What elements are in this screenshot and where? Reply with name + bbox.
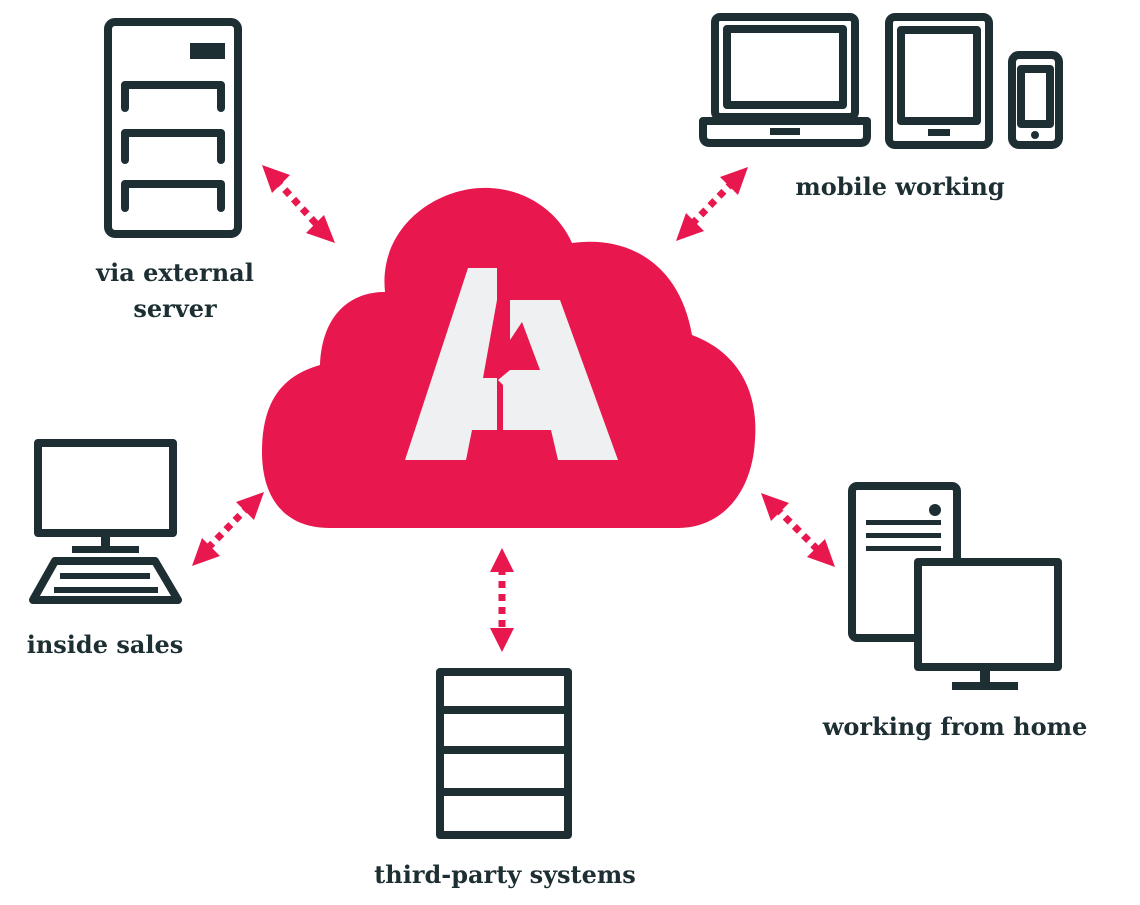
database-icon [436, 668, 572, 839]
label-line: mobile working [795, 172, 1005, 201]
arrow-server-cloud [262, 165, 335, 243]
label-line: server [133, 294, 217, 323]
arrow-desktop-cloud [192, 492, 264, 566]
label-external-server: via external server [70, 255, 280, 327]
home-office-icon [848, 482, 1062, 690]
label-inside-sales: inside sales [15, 627, 195, 663]
label-mobile-working: mobile working [770, 169, 1030, 205]
arrow-database-cloud [490, 548, 514, 652]
arrow-home-cloud [761, 493, 835, 567]
label-third-party-systems: third-party systems [360, 857, 650, 893]
desktop-computer-icon [29, 439, 182, 604]
label-working-from-home: working from home [815, 709, 1095, 745]
server-tower-icon [104, 18, 242, 238]
label-line: working from home [822, 712, 1088, 741]
cloud-icon [262, 187, 756, 528]
label-line: inside sales [26, 630, 184, 659]
label-line: third-party systems [374, 860, 636, 889]
devices-icon [699, 13, 1063, 149]
label-line: via external [96, 258, 254, 287]
arrow-devices-cloud [676, 167, 748, 241]
logo-a-icon [405, 268, 618, 460]
